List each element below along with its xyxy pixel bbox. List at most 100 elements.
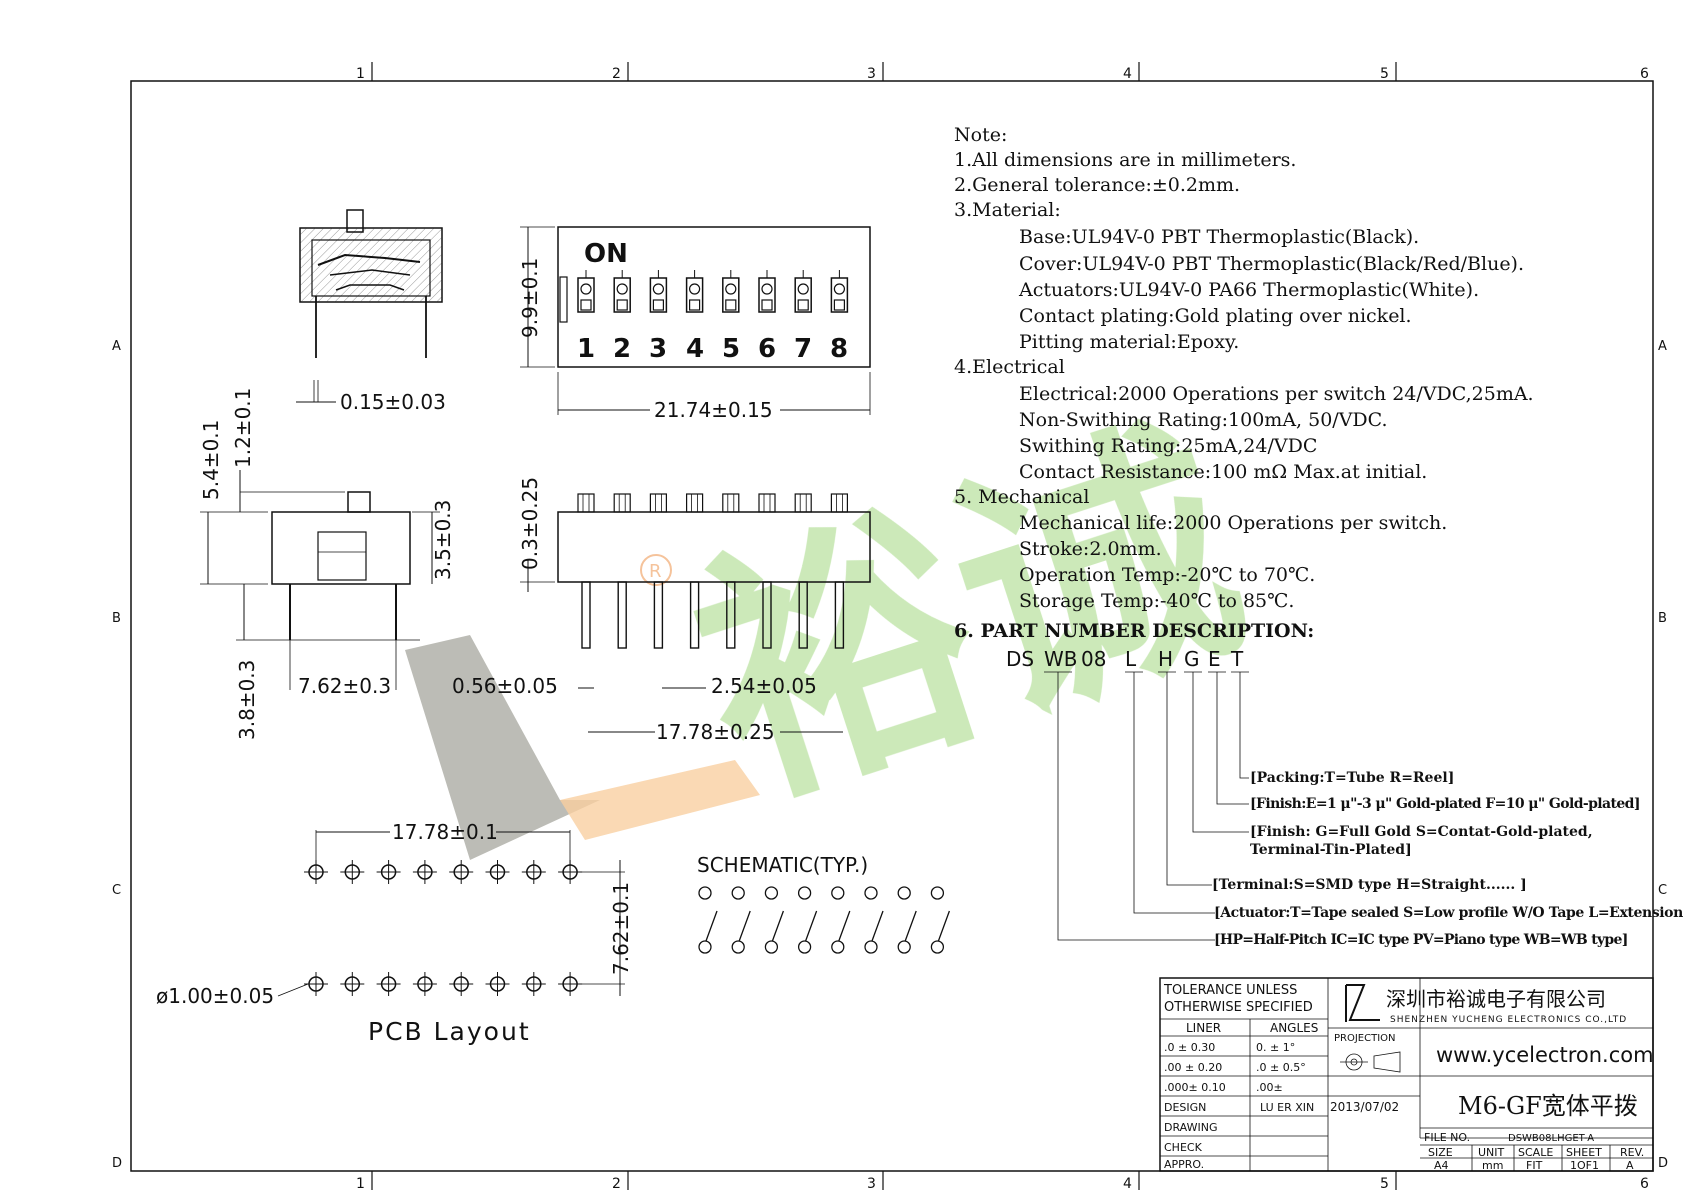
switch-number: 1	[577, 334, 595, 364]
pcb-hole	[340, 972, 365, 996]
dim-pin-span: 17.78±0.25	[656, 720, 775, 744]
note-line: 4.Electrical	[954, 356, 1065, 378]
product-name: M6-GF宽体平拨	[1458, 1092, 1638, 1120]
pn-code: 08	[1081, 647, 1106, 671]
dim-pin-length: 3.8±0.3	[235, 660, 259, 740]
switch-slot	[649, 270, 668, 313]
pcb-hole	[449, 972, 474, 996]
switch-number: 2	[613, 334, 631, 364]
file-no-label: FILE NO.	[1424, 1131, 1470, 1144]
pcb-hole	[340, 860, 365, 884]
schematic-switch	[831, 886, 851, 954]
zone-col-3-bottom: 3	[867, 1176, 876, 1190]
tolerance-line2: OTHERWISE SPECIFIED	[1164, 1000, 1313, 1015]
pcb-hole	[376, 972, 401, 996]
note-line: Base:UL94V-0 PBT Thermoplastic(Black).	[1019, 226, 1419, 248]
drawing-label: DRAWING	[1164, 1121, 1217, 1134]
schematic-switch	[698, 886, 718, 954]
company-name-en: SHENZHEN YUCHENG ELECTRONICS CO.,LTD	[1390, 1015, 1627, 1025]
schematic-switch	[731, 886, 751, 954]
pn-desc-finish-2: [Finish: G=Full Gold S=Contat-Gold-plate…	[1250, 824, 1593, 840]
size-value: A4	[1434, 1159, 1449, 1172]
rev-value: A	[1626, 1159, 1634, 1172]
note-line: Non-Swithing Rating:100mA, 50/VDC.	[1019, 409, 1388, 431]
tol-row-angle: 0. ± 1°	[1256, 1041, 1295, 1054]
pn-code: E	[1208, 647, 1221, 671]
dim-row-spacing: 7.62±0.3	[298, 674, 391, 698]
rev-label: REV.	[1620, 1146, 1644, 1159]
side-section-view: 0.15±0.03	[296, 209, 446, 414]
angles-header: ANGLES	[1270, 1021, 1318, 1035]
part-number-description: 6. PART NUMBER DESCRIPTION: DS WB 08 L H…	[954, 620, 1684, 948]
tol-row-liner: .000± 0.10	[1164, 1081, 1226, 1094]
zone-col-labels-top: 1 2 3 4 5 6	[356, 66, 1649, 82]
front-pins	[577, 493, 849, 649]
zone-col-5-bottom: 5	[1380, 1176, 1389, 1190]
schematic-switch	[764, 886, 785, 954]
tol-row-liner: .00 ± 0.20	[1164, 1061, 1222, 1074]
schematic: SCHEMATIC(TYP.)	[697, 853, 951, 954]
zone-col-4: 4	[1123, 66, 1132, 82]
zone-col-2: 2	[612, 66, 621, 82]
note-line: Contact plating:Gold plating over nickel…	[1019, 305, 1412, 327]
note-line: Operation Temp:-20℃ to 70℃.	[1019, 564, 1315, 586]
pn-code: DS	[1006, 647, 1034, 671]
pn-desc-type: [HP=Half-Pitch IC=IC type PV=Piano type …	[1214, 932, 1628, 948]
note-line: 1.All dimensions are in millimeters.	[954, 149, 1296, 171]
schematic-switch	[930, 886, 951, 954]
zone-row-c: C	[112, 883, 121, 898]
switch-number: 6	[758, 334, 776, 364]
company-name-cn: 深圳市裕诚电子有限公司	[1386, 987, 1606, 1011]
unit-value: mm	[1482, 1159, 1503, 1172]
top-view: ON 1 2 3 4 5 6 7 8 9.9±0.1 21.74±0.15	[518, 226, 871, 422]
pcb-holes	[304, 860, 583, 996]
front-pin	[722, 493, 740, 649]
appro-label: APPRO.	[1164, 1158, 1204, 1171]
schematic-switches	[698, 886, 951, 954]
size-label: SIZE	[1428, 1146, 1453, 1159]
company-website: www.ycelectron.com	[1436, 1043, 1654, 1067]
zone-row-b: B	[112, 611, 121, 626]
note-line: Cover:UL94V-0 PBT Thermoplastic(Black/Re…	[1019, 253, 1524, 275]
zone-col-labels-bottom: 1 2 3 4 5 6	[356, 1176, 1649, 1190]
pn-desc-finish: [Finish:E=1 μ"-3 μ" Gold-plated F=10 μ" …	[1250, 796, 1640, 812]
dim-body-side-height: 3.5±0.3	[431, 500, 455, 580]
zone-col-5: 5	[1380, 66, 1389, 82]
pcb-hole	[376, 860, 401, 884]
note-line: Note:	[954, 124, 1007, 146]
scale-label: SCALE	[1518, 1146, 1553, 1159]
designer-name: LU ER XIN	[1260, 1101, 1314, 1114]
note-line: 3.Material:	[954, 199, 1061, 221]
projection-symbol-icon	[1340, 1051, 1401, 1073]
dim-body-height: 9.9±0.1	[518, 258, 542, 338]
switch-slot	[794, 270, 812, 313]
dim-pcb-row-spacing: 7.62±0.1	[609, 882, 633, 975]
switch-slot	[758, 270, 776, 313]
pn-desc-actuator: [Actuator:T=Tape sealed S=Low profile W/…	[1214, 905, 1684, 921]
dim-standoff: 0.3±0.25	[518, 477, 542, 570]
tol-row-liner: .0 ± 0.30	[1164, 1041, 1215, 1054]
pcb-layout: 17.78±0.1 7.62±0.1 ø1.00±0.05 PCB Layout	[156, 820, 633, 1046]
dim-pitch: 2.54±0.05	[711, 674, 817, 698]
design-label: DESIGN	[1164, 1101, 1206, 1114]
pcb-hole	[521, 860, 546, 884]
note-line: Pitting material:Epoxy.	[1019, 331, 1239, 353]
note-line: 5. Mechanical	[954, 486, 1089, 508]
pcb-layout-label: PCB Layout	[368, 1017, 531, 1046]
tolerance-line1: TOLERANCE UNLESS	[1163, 983, 1297, 998]
sheet-label: SHEET	[1566, 1146, 1602, 1159]
pn-code: L	[1125, 647, 1137, 671]
switch-slot	[613, 270, 631, 313]
zone-row-d: D	[112, 1156, 122, 1171]
switch-number: 3	[649, 334, 667, 364]
pn-code: H	[1158, 647, 1173, 671]
dim-body-length: 21.74±0.15	[654, 398, 773, 422]
zone-col-3: 3	[867, 66, 876, 82]
front-pin	[758, 493, 776, 649]
sheet-value: 1OF1	[1570, 1159, 1599, 1172]
unit-label: UNIT	[1478, 1146, 1505, 1159]
note-line: Stroke:2.0mm.	[1019, 538, 1162, 560]
switch-number: 5	[722, 334, 740, 364]
front-pin	[577, 493, 595, 649]
registered-mark: R	[649, 561, 662, 582]
